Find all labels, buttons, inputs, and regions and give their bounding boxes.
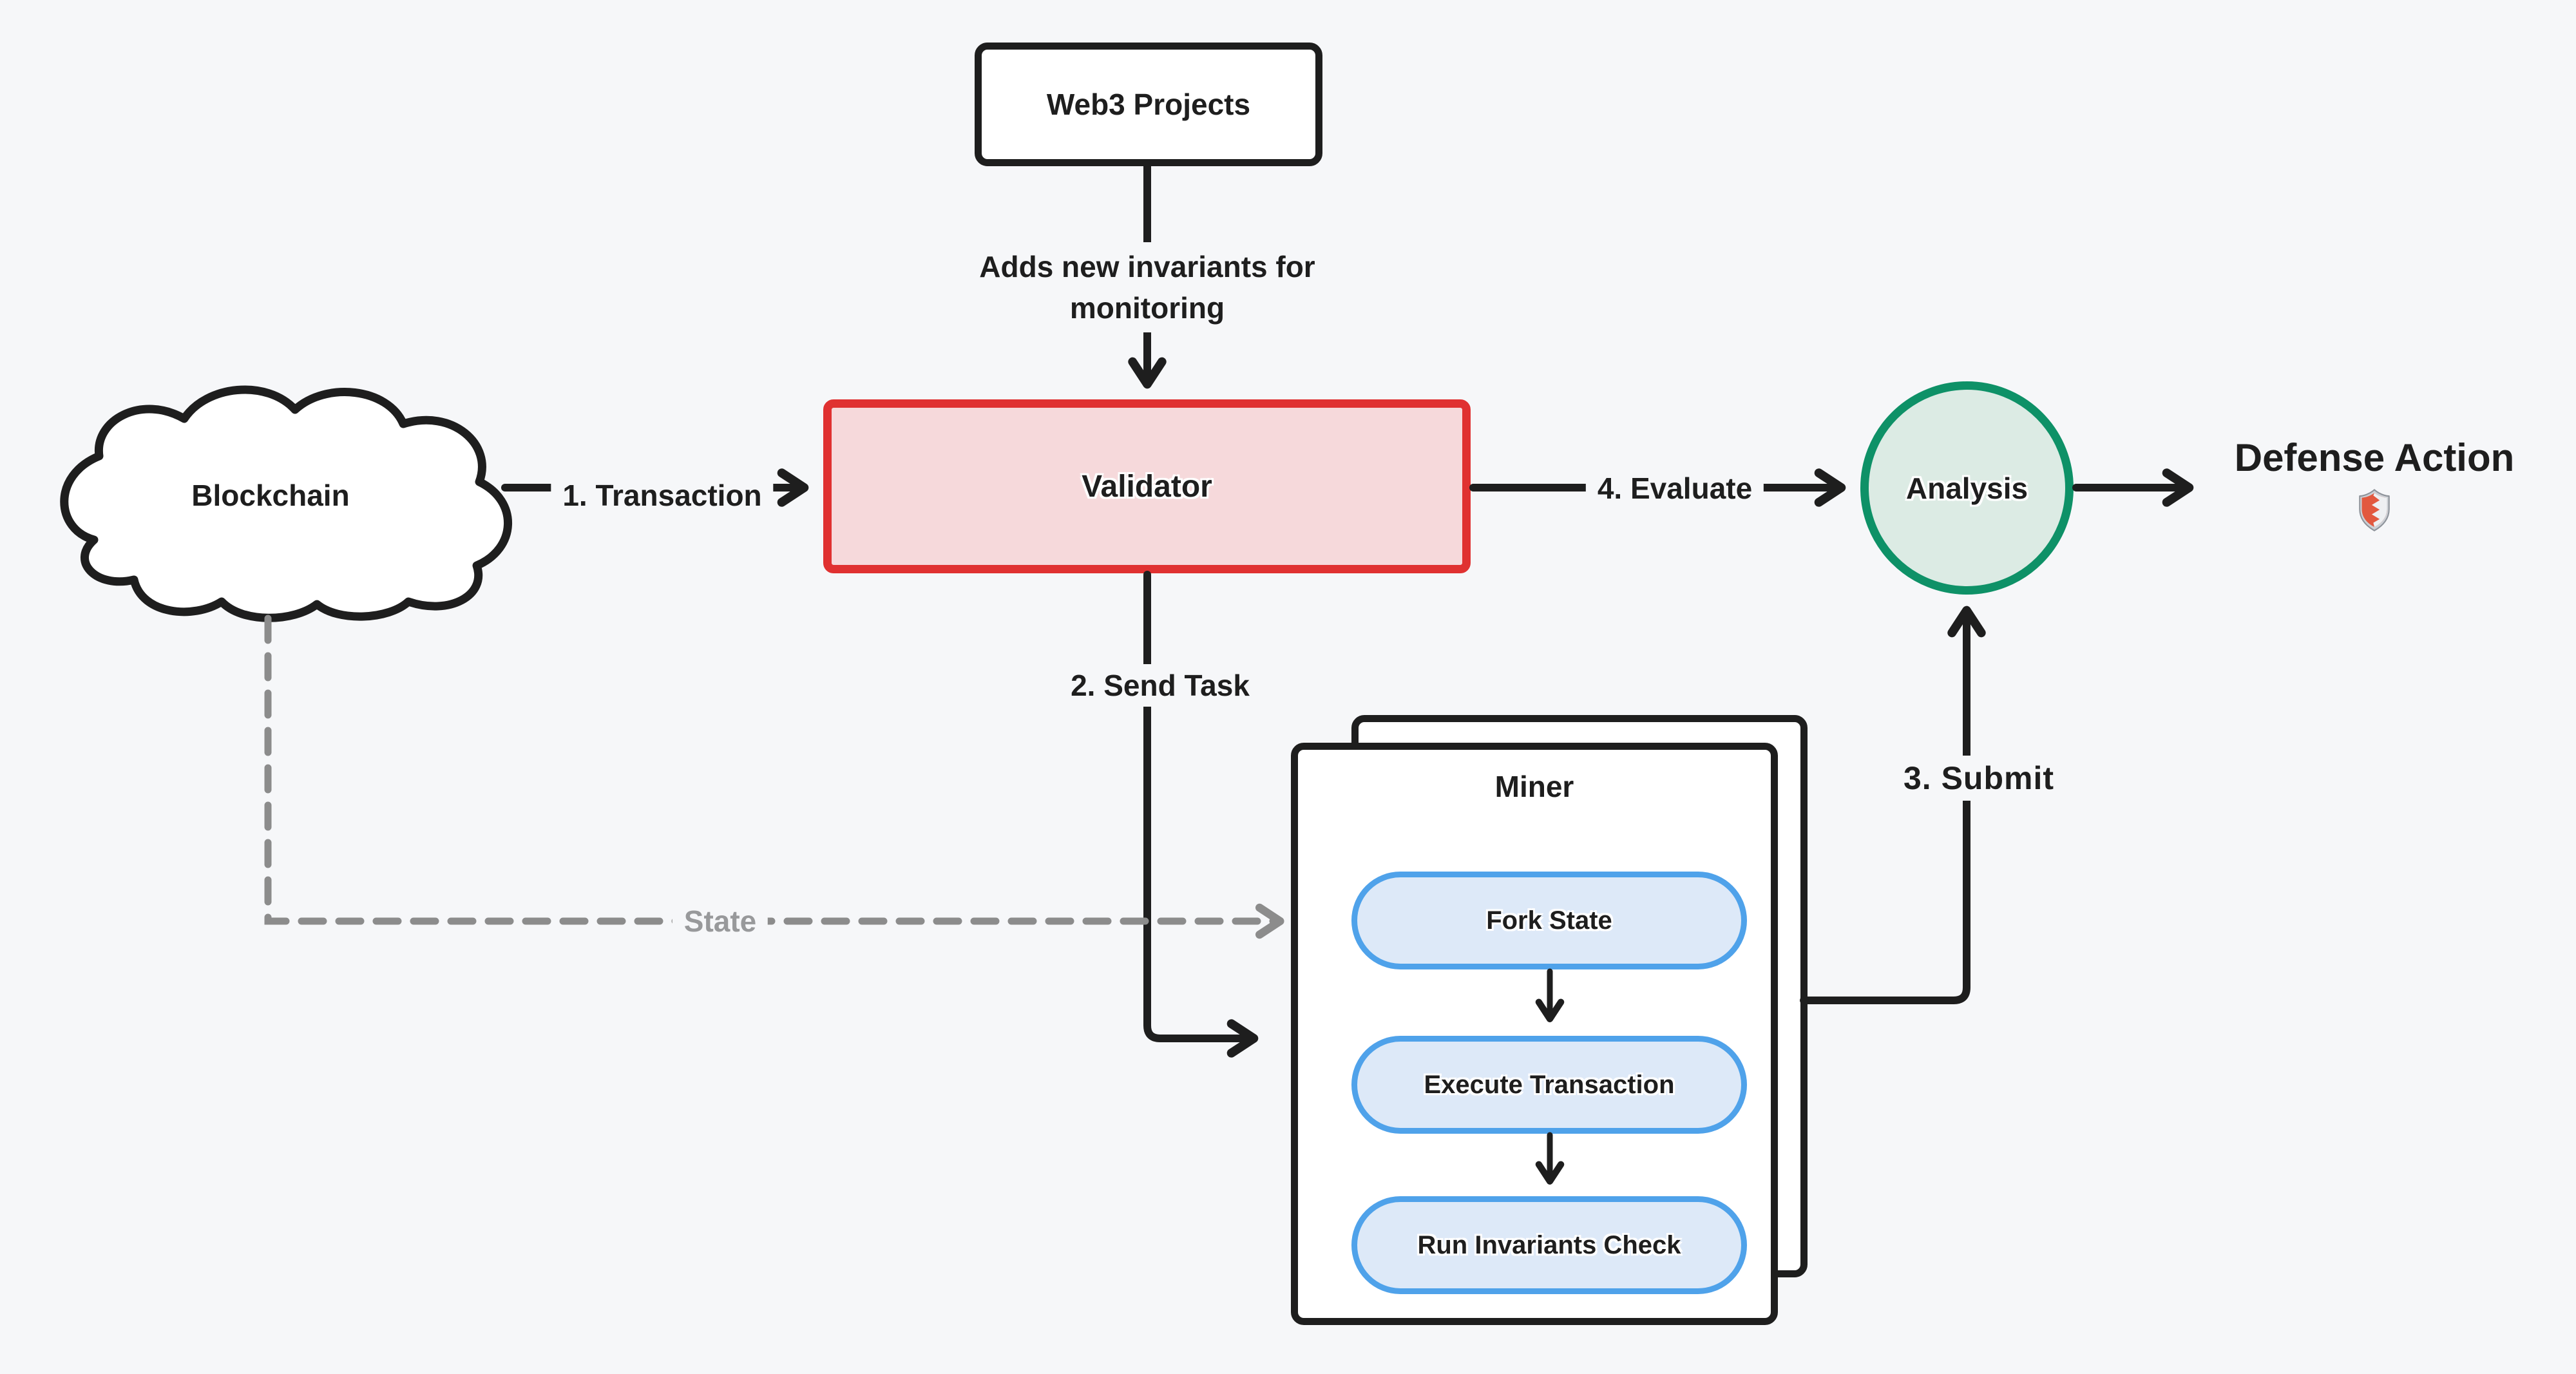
- web3-projects-label: Web3 Projects: [1046, 88, 1251, 121]
- edge-label-transaction: 1. Transaction: [551, 474, 774, 517]
- edge-label-evaluate: 4. Evaluate: [1585, 467, 1764, 510]
- edge-submit-line: [1800, 606, 1986, 1004]
- blockchain-node-label: Blockchain: [191, 479, 350, 512]
- edge-label-submit: 3. Submit: [1891, 756, 2066, 801]
- adds-invariants-line2: monitoring: [1069, 291, 1225, 325]
- edge-label-adds-invariants: Adds new invariants for monitoring: [968, 242, 1327, 332]
- edge-label-send-task: 2. Send Task: [1059, 664, 1261, 707]
- adds-invariants-line1: Adds new invariants for: [979, 250, 1315, 283]
- shield-icon: [2213, 489, 2535, 535]
- miner-title: Miner: [1494, 770, 1574, 803]
- shield-icon-svg: [2359, 489, 2390, 531]
- validator-box: Validator: [823, 399, 1471, 573]
- run-invariants-check-step: Run Invariants Check: [1351, 1196, 1747, 1294]
- fork-state-label: Fork State: [1486, 906, 1612, 935]
- web3-projects-box: Web3 Projects: [975, 43, 1322, 166]
- fork-state-step: Fork State: [1351, 872, 1747, 969]
- execute-transaction-step: Execute Transaction: [1351, 1036, 1747, 1134]
- run-invariants-check-label: Run Invariants Check: [1417, 1230, 1681, 1259]
- edge-send-task-line: [1143, 571, 1259, 1058]
- defense-action-node: Defense Action: [2213, 435, 2535, 535]
- defense-action-label: Defense Action: [2234, 436, 2515, 479]
- execute-transaction-label: Execute Transaction: [1424, 1070, 1675, 1099]
- validator-label: Validator: [1082, 469, 1212, 504]
- analysis-label: Analysis: [1905, 471, 2028, 505]
- edge-label-state: State: [672, 900, 768, 942]
- analysis-circle: Analysis: [1860, 381, 2074, 595]
